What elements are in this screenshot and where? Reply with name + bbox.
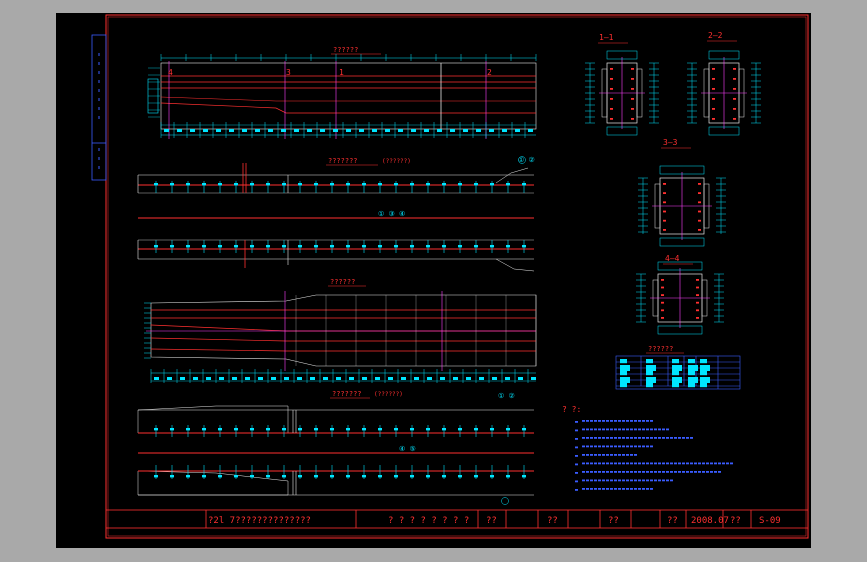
section-marker-4: 4 [168,68,173,77]
section-marker-3: 3 [286,68,291,77]
view2-mark: ① ② [518,156,535,164]
section-marker-1: 1 [339,68,344,77]
view2-strip-top [137,163,534,194]
section-marker-2: 2 [487,68,492,77]
view2-strip-bottom [137,239,535,272]
table-title: ?????? [648,345,673,353]
inner-frame [107,16,807,537]
table-cells [620,359,710,388]
view1-title: ?????? [333,46,358,54]
view4-tag: (??????) [374,391,403,398]
title-cell-b: ?? [486,516,497,526]
view2-title: ??????? [328,157,358,165]
outer-frame [105,14,809,539]
view2-bar-marks [154,181,526,253]
title-cell-c: ?? [547,516,558,526]
drawing-date: 2008.07 [691,516,729,526]
title-cell-a: ? ? ? ? ? ? ? ? [388,516,469,526]
view4-title: ??????? [332,390,362,398]
section-2-title: 2—2 [708,31,723,40]
title-cell-e: ?? [667,516,678,526]
view3-plan [146,291,537,382]
view2-tag: (??????) [382,158,411,165]
sheet-number: S-09 [759,516,781,526]
view4-bar-marks [154,425,526,479]
view3-title: ?????? [330,278,355,286]
left-margin-strip [91,34,107,181]
drawing-sheet: ?2l 7?????????????? ? ? ? ? ? ? ? ? ?? ?… [56,13,811,548]
view1-elevation [147,57,537,139]
title-block [105,509,809,529]
section-1-title: 1—1 [599,33,614,42]
cross-sections [585,50,761,335]
title-cell-d: ?? [608,516,619,526]
section-4-title: 4—4 [665,254,680,263]
view4-mark-2: ④ ⑤ [399,445,416,453]
cad-drawing: ?2l 7?????????????? ? ? ? ? ? ? ? ? ?? ?… [91,14,809,539]
view3-dimension-ticks [144,295,537,383]
view2-mark-2: ① ③ ④ [378,210,405,218]
drawing-name: ?2l 7?????????????? [208,516,311,526]
view1-dimension-ticks [148,54,537,138]
section-3-title: 3—3 [663,138,678,147]
view4-mark: ① ② [498,392,515,400]
notes-heading: ? ?: [562,405,581,414]
title-cell-f: ?? [730,516,741,526]
notes-lines [575,420,733,491]
